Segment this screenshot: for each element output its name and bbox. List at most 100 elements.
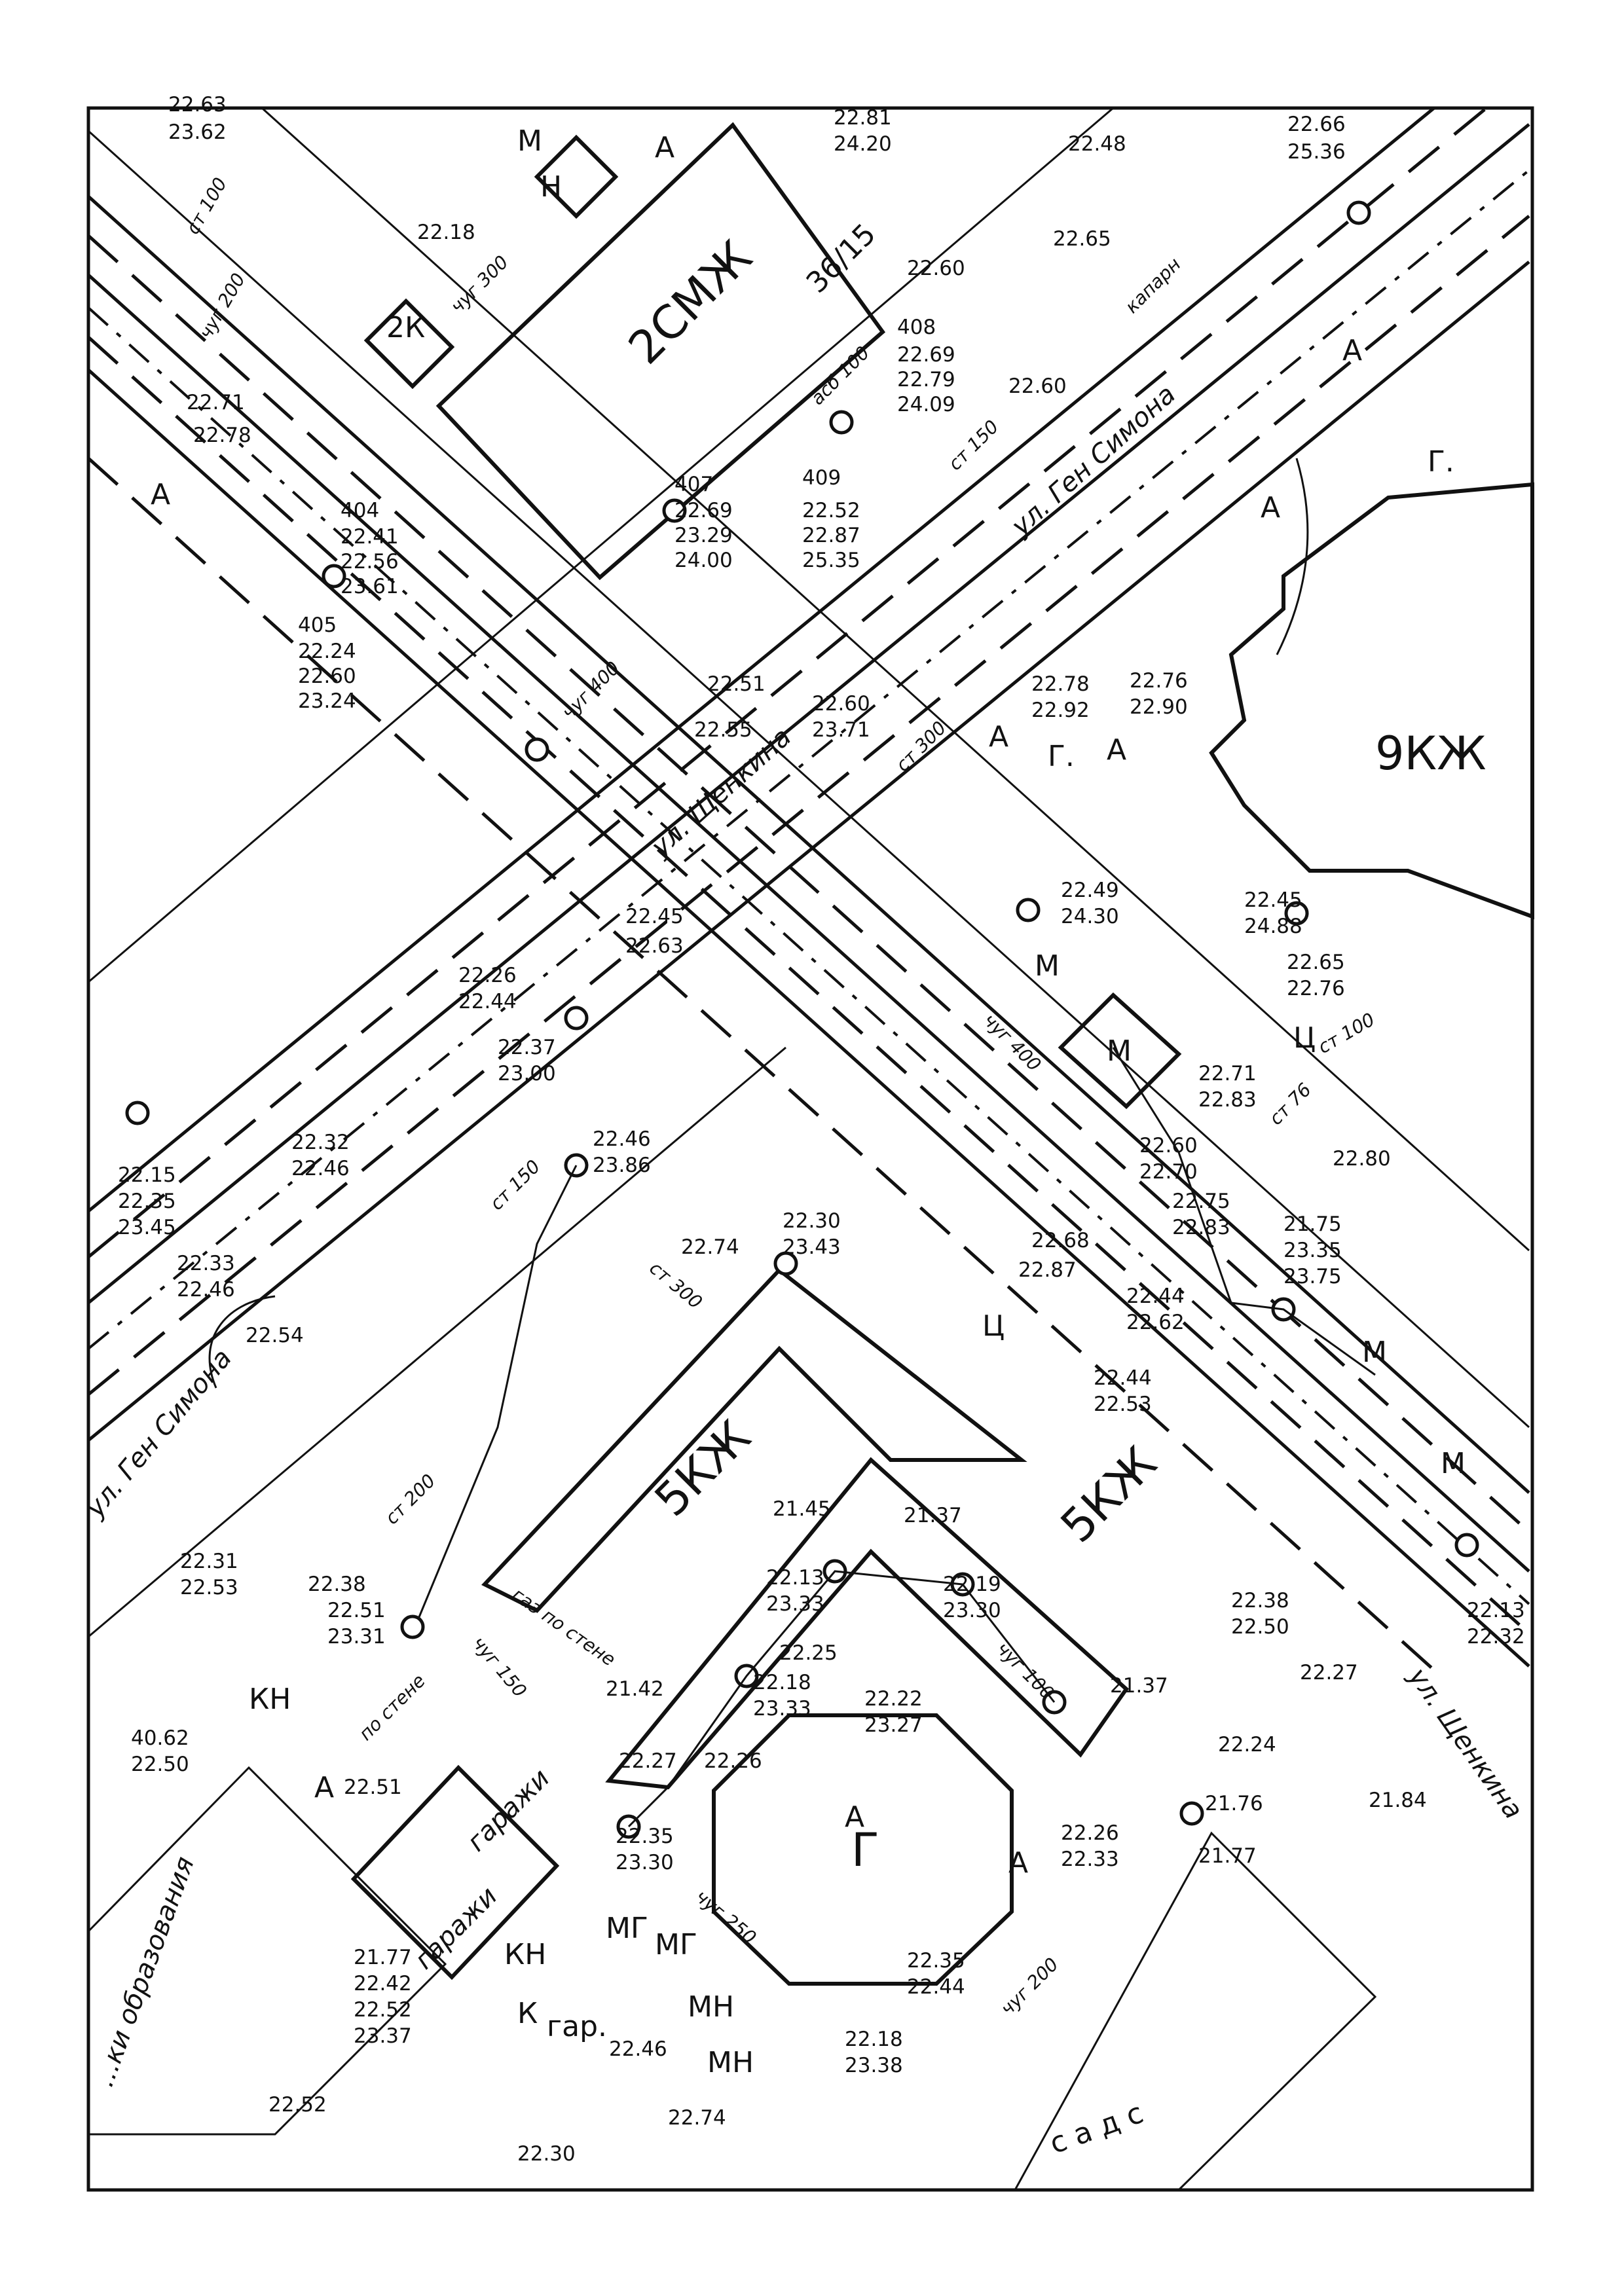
elevation-label: 24.00 (674, 549, 733, 572)
elevation-label: 23.35 (1283, 1239, 1342, 1262)
elevation-label: 25.36 (1287, 140, 1346, 164)
elevation-label: 22.33 (177, 1252, 235, 1275)
utility-lines (208, 458, 1376, 1828)
elevation-label: 22.71 (187, 391, 245, 414)
utility-note: чуг 150 (468, 1632, 531, 1702)
street-label-shchenkina: ул. Щенкина (645, 722, 797, 864)
elevation-label: 22.33 (1061, 1848, 1119, 1871)
elevation-label: 22.51 (344, 1776, 402, 1799)
street-shchenkina-lines (87, 107, 1530, 1677)
elevation-label: 22.35 (907, 1949, 965, 1973)
elevation-label: 22.44 (907, 1975, 965, 1999)
elevation-label: 22.32 (1467, 1625, 1525, 1649)
map-marker-label: МГ (655, 1928, 697, 1961)
elevation-label: 25.35 (802, 549, 860, 572)
map-marker-label: А (314, 1771, 334, 1804)
building-label-2smzh: 2СМЖ (618, 230, 762, 374)
elevation-label: 23.38 (845, 2054, 903, 2077)
utility-note: газ по стене (508, 1584, 619, 1671)
elevation-label: 22.18 (417, 221, 475, 244)
elevation-label: 21.77 (354, 1946, 412, 1969)
elevation-label: 21.45 (773, 1497, 831, 1521)
elevation-label: 22.78 (1031, 672, 1090, 696)
utility-note: капарн (1121, 253, 1185, 318)
elevation-label: 22.13 (766, 1566, 824, 1590)
elevation-label: 22.79 (897, 368, 955, 392)
elevation-label: 22.87 (802, 524, 860, 547)
map-marker-label: М (1035, 949, 1060, 983)
elevation-label: 22.70 (1139, 1160, 1198, 1184)
elevation-label: 22.75 (1172, 1190, 1230, 1213)
elevation-label: 22.48 (1068, 132, 1126, 156)
elevation-label: 22.24 (298, 640, 356, 663)
elevation-label: 22.31 (180, 1550, 238, 1573)
elevation-label: 22.60 (298, 665, 356, 688)
elevation-label: 40.62 (131, 1726, 189, 1750)
elevation-label: 22.78 (193, 424, 251, 447)
elevation-label: 23.61 (341, 575, 399, 598)
street-label-gen-simona: ул. Ген Симона (80, 1343, 238, 1523)
elevation-label: 22.50 (131, 1753, 189, 1776)
elevation-label: 22.46 (609, 2037, 667, 2061)
elevation-label: 22.30 (783, 1209, 841, 1233)
map-marker-label: Н (540, 170, 562, 204)
building-label-9kzh: 9КЖ (1375, 727, 1486, 780)
elevation-label: 22.65 (1053, 227, 1111, 251)
map-marker-label: Ц (1293, 1021, 1316, 1055)
elevation-label: 21.76 (1205, 1792, 1263, 1815)
garages-label: гаражи (409, 1881, 504, 1975)
elevation-label: 408 (897, 316, 936, 339)
elevation-label: 23.29 (674, 524, 733, 547)
elevation-label: 24.20 (834, 132, 892, 156)
building-label-g: Г (851, 1823, 879, 1877)
elevation-label: 405 (298, 613, 337, 637)
elevation-label: 22.18 (753, 1671, 811, 1694)
map-marker-label: КН (249, 1683, 291, 1716)
elevation-label: 22.52 (354, 1998, 412, 2022)
elevation-label: 21.77 (1198, 1844, 1257, 1868)
elevation-label: 404 (341, 499, 379, 522)
elevation-label: 22.38 (1231, 1589, 1289, 1613)
elevation-label: 24.30 (1061, 905, 1119, 928)
elevation-label: 22.90 (1130, 695, 1188, 719)
map-marker-label: А (845, 1800, 864, 1834)
map-marker-label: Ц (982, 1309, 1005, 1343)
map-marker-label: 2К (386, 311, 425, 344)
elevation-label: 22.26 (1061, 1821, 1119, 1845)
elevation-label: 23.75 (1283, 1265, 1342, 1288)
map-marker-label: А (1008, 1846, 1028, 1880)
elevation-label: 22.30 (517, 2142, 576, 2166)
elevation-label: 22.54 (246, 1324, 304, 1347)
building-g-octagon (712, 1713, 1014, 1986)
elevation-label: 22.35 (118, 1190, 176, 1213)
elevation-label: 23.37 (354, 2024, 412, 2048)
area-label: ...ки образования (89, 1853, 200, 2091)
map-frame (86, 106, 1534, 2192)
building-9kzh-outline (1209, 482, 1534, 920)
elevation-label: 23.33 (753, 1697, 811, 1721)
elevation-label: 22.37 (498, 1036, 556, 1059)
elevation-label: 22.76 (1130, 669, 1188, 693)
elevation-label: 22.52 (268, 2093, 327, 2117)
elevation-label: 22.65 (1287, 951, 1345, 974)
elevation-label: 22.69 (674, 499, 733, 522)
map-marker-label: А (1107, 733, 1126, 767)
elevation-label: 22.32 (291, 1131, 350, 1154)
elevation-label: 23.86 (593, 1154, 651, 1177)
elevation-label: 22.52 (802, 499, 860, 522)
elevation-label: 22.74 (668, 2106, 726, 2130)
elevation-label: 22.24 (1218, 1733, 1276, 1757)
elevation-label: 23.31 (327, 1625, 386, 1649)
building-lower-right (1013, 1831, 1377, 2191)
elevation-label: 22.53 (180, 1576, 238, 1599)
elevation-label: 23.00 (498, 1062, 556, 1085)
elevation-label: 22.35 (616, 1825, 674, 1848)
elevation-label: 22.22 (864, 1687, 923, 1711)
elevation-label: 22.66 (1287, 113, 1346, 136)
utility-note: чуг 250 (692, 1886, 761, 1948)
elevation-label: 22.19 (943, 1573, 1001, 1596)
elevation-label: 22.26 (704, 1749, 762, 1773)
elevation-label: 22.83 (1198, 1088, 1257, 1112)
elevation-label: 22.44 (458, 990, 517, 1013)
